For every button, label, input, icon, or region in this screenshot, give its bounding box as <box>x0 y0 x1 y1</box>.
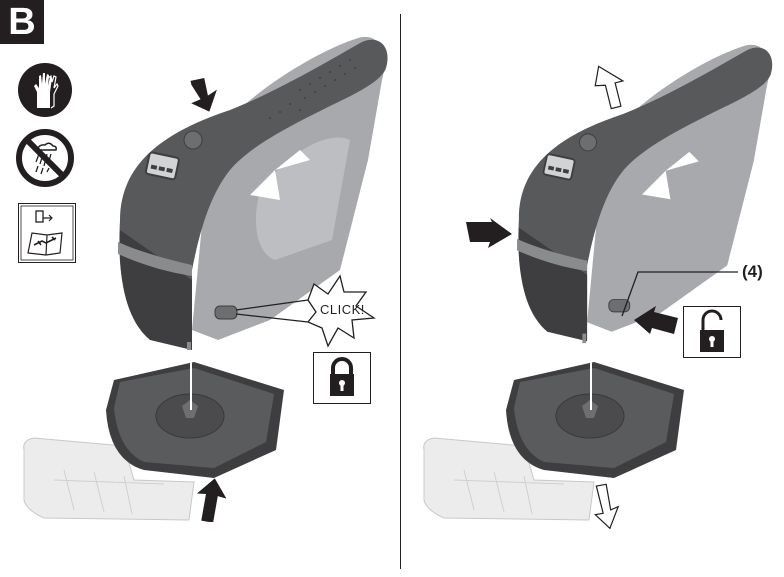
part-number-callout: (4) <box>742 262 763 281</box>
figure-label-badge: B <box>0 0 44 44</box>
press-side-arrow <box>466 218 514 248</box>
push-up-arrow <box>196 478 226 522</box>
tool-body-illustration-left <box>100 20 400 350</box>
lock-open-icon <box>683 306 741 358</box>
base-plate-illustration-left <box>14 350 294 530</box>
wear-gloves-icon <box>17 62 73 118</box>
lift-up-outline-arrow <box>594 62 628 112</box>
remove-battery-read-manual-icon <box>18 203 76 263</box>
press-down-arrow <box>186 78 226 114</box>
tool-body-illustration-right <box>500 20 784 350</box>
click-label: CLICK! <box>320 302 365 317</box>
press-release-button-arrow <box>632 306 680 338</box>
lock-closed-icon <box>313 352 371 404</box>
click-callout <box>236 270 376 350</box>
no-rain-icon <box>15 128 75 188</box>
base-plate-illustration-right <box>414 350 694 530</box>
callout-leader-line <box>620 268 740 318</box>
pull-down-outline-arrow <box>592 482 628 530</box>
panel-divider <box>400 14 401 569</box>
